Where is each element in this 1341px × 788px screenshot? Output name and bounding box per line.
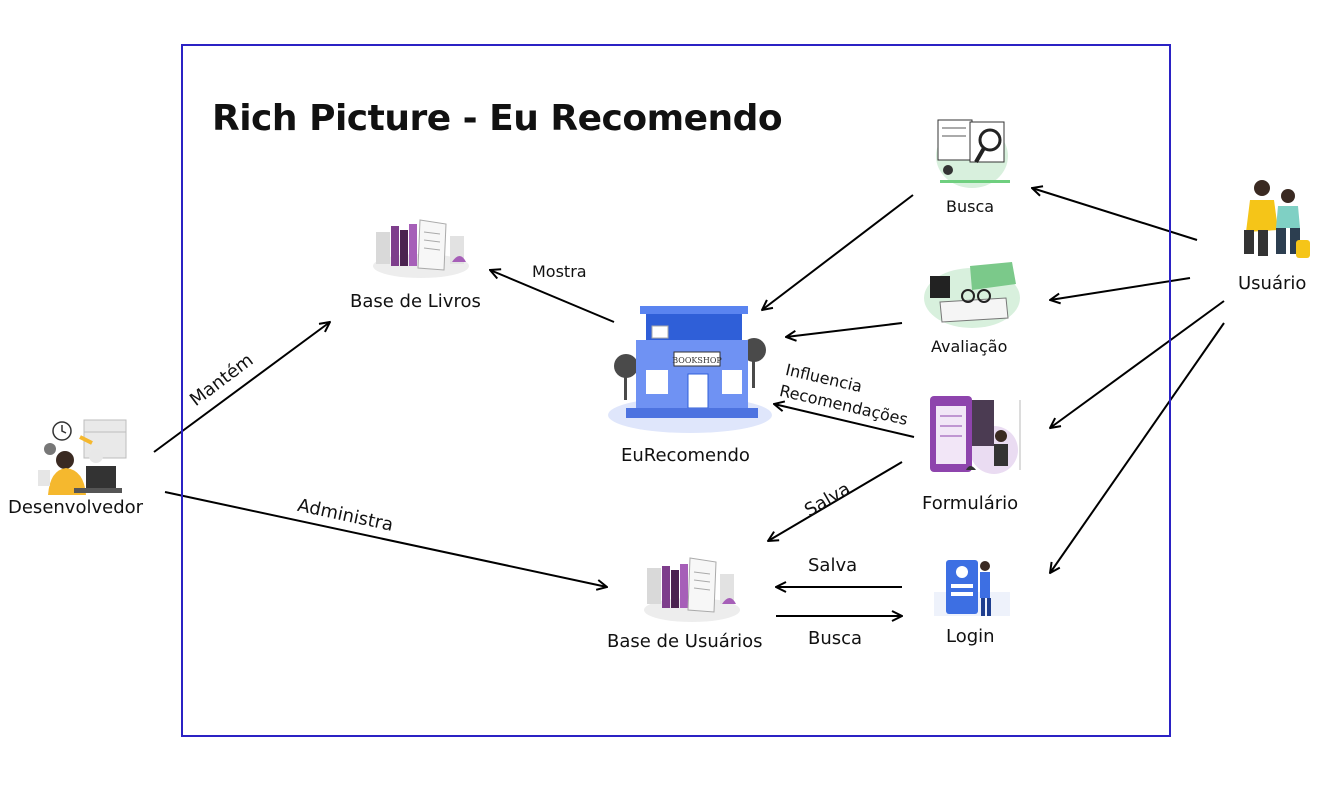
page-title: Rich Picture - Eu Recomendo (212, 98, 783, 139)
arrow-formulario-eurecomendo (774, 404, 915, 438)
arrow-busca-eurecomendo (762, 194, 914, 310)
arrow-eurecomendo-base-livros (490, 270, 615, 323)
users-database-illustration (644, 557, 740, 622)
node-label-base-usuarios: Base de Usuários (607, 631, 763, 652)
edge-label-mostra: Mostra (532, 262, 587, 281)
arrow-usuario-avaliacao (1050, 277, 1191, 300)
node-label-formulario: Formulário (922, 493, 1019, 514)
developer-at-desk-illustration (38, 419, 127, 495)
form-tablet-illustration (930, 396, 1021, 474)
books-database-illustration (373, 219, 469, 278)
arrow-formulario-base-usuarios (768, 461, 903, 541)
bookshop-sign: BOOKSHOP (672, 356, 722, 365)
arrow-usuario-login (1050, 322, 1225, 573)
node-label-usuario: Usuário (1238, 273, 1307, 294)
node-label-eurecomendo: EuRecomendo (621, 445, 750, 466)
arrow-desenvolvedor-base-usuarios (164, 491, 607, 587)
books-and-glasses-illustration (924, 262, 1020, 328)
search-magnifier-illustration (936, 119, 1010, 188)
edge-label-salva-login: Salva (808, 555, 858, 576)
system-boundary-frame (181, 44, 1171, 737)
arrow-desenvolvedor-base-livros (153, 322, 330, 453)
edge-label-busca-login: Busca (808, 628, 863, 649)
edges (153, 188, 1225, 616)
arrow-usuario-formulario (1050, 300, 1225, 428)
node-label-desenvolvedor: Desenvolvedor (8, 497, 144, 518)
node-label-avaliacao: Avaliação (931, 337, 1008, 356)
node-label-login: Login (946, 626, 995, 647)
node-label-busca: Busca (946, 197, 995, 216)
bookshop-building-illustration: BOOKSHOP (608, 306, 772, 433)
users-people-illustration (1244, 180, 1310, 258)
arrow-avaliacao-eurecomendo (786, 322, 903, 337)
login-screen-illustration (934, 560, 1010, 616)
node-label-base-livros: Base de Livros (350, 291, 481, 312)
